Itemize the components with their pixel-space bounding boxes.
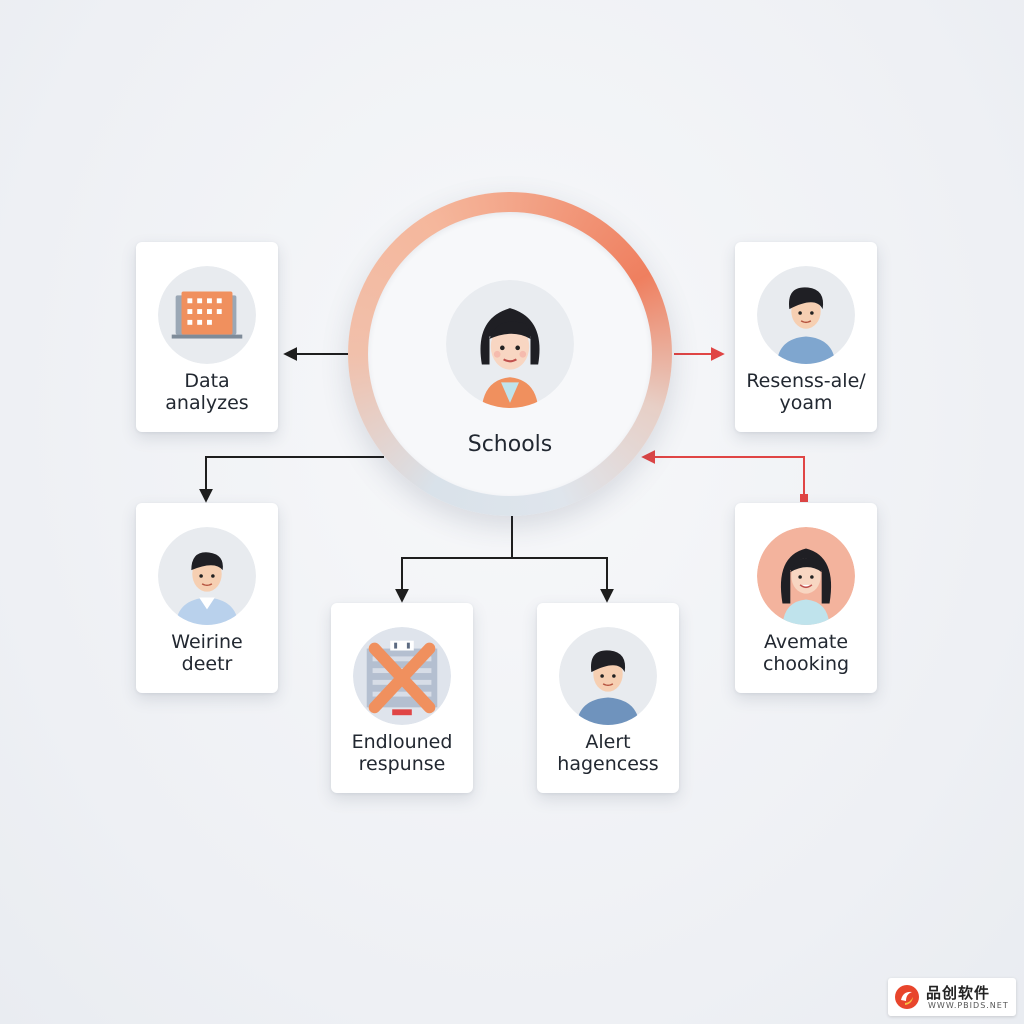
node-endlouned-respunse[interactable]: Endlouned respunse [331, 603, 473, 793]
node-label: Data analyzes [165, 370, 249, 414]
watermark-name: 品创软件 [926, 984, 991, 1002]
man-avatar-icon [559, 627, 657, 725]
arrow-hub-to-alert-hagencess [512, 557, 614, 603]
node-label: Weirine deetr [171, 631, 243, 675]
red-connector-dot [800, 494, 808, 502]
node-resenss-ale-yoam[interactable]: Resenss-ale/ yoam [735, 242, 877, 432]
hub-inner: Schools [368, 212, 652, 496]
hub-label: Schools [467, 432, 553, 457]
arrow-hub-to-weirine-deetr [199, 456, 384, 503]
man-avatar-icon [757, 266, 855, 364]
node-label: Avemate chooking [762, 631, 850, 675]
hub-schools[interactable]: Schools [348, 192, 672, 516]
watermark: 品创软件 WWW.PBIDS.NET [888, 978, 1016, 1016]
arrow-avemate-chooking-to-hub [641, 450, 805, 500]
node-label: Alert hagencess [557, 731, 659, 775]
node-avemate-chooking[interactable]: Avemate chooking [735, 503, 877, 693]
calendar-grid-icon [158, 266, 256, 364]
brand-logo-icon [894, 984, 920, 1010]
woman-avatar-icon [757, 527, 855, 625]
arrow-hub-to-endlouned-respunse [395, 557, 512, 603]
watermark-url: WWW.PBIDS.NET [928, 1001, 1009, 1010]
crossed-building-icon [353, 627, 451, 725]
node-data-analyzes[interactable]: Data analyzes [136, 242, 278, 432]
node-label: Endlouned respunse [351, 731, 453, 775]
woman-avatar-icon [446, 280, 574, 408]
node-weirine-deetr[interactable]: Weirine deetr [136, 503, 278, 693]
node-alert-hagencess[interactable]: Alert hagencess [537, 603, 679, 793]
node-label: Resenss-ale/ yoam [746, 370, 866, 414]
man-avatar-icon [158, 527, 256, 625]
